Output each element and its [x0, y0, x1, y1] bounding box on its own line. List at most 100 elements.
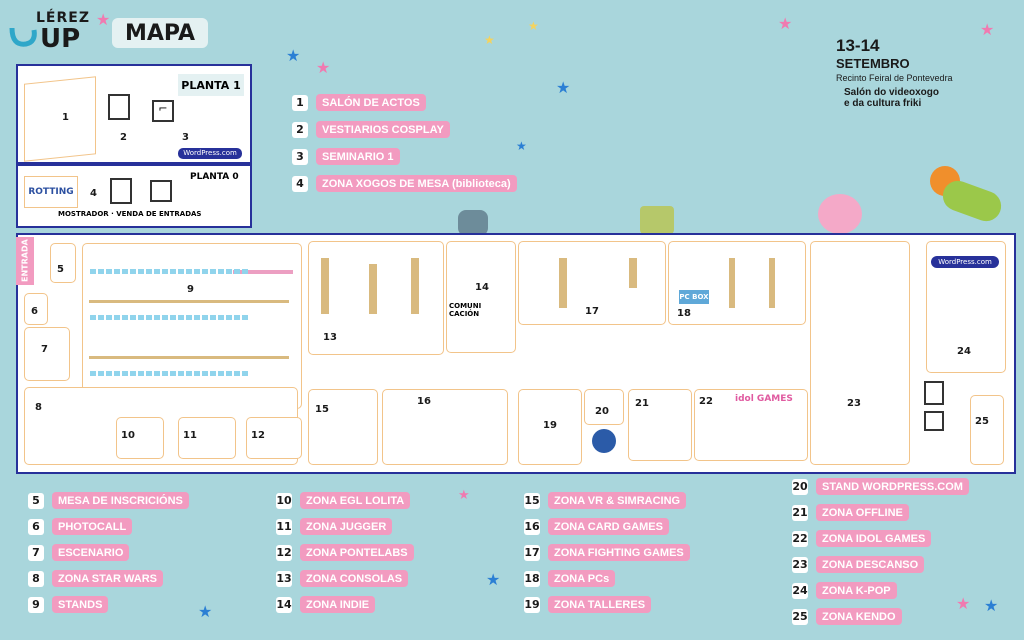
legend-label: SEMINARIO 1: [316, 148, 400, 165]
legend-label: ZONA FIGHTING GAMES: [548, 544, 690, 561]
page-title: MAPA: [112, 18, 208, 48]
legend-number: 6: [28, 518, 44, 535]
salon-de-actos-room: [24, 76, 96, 162]
legend-label: ZONA JUGGER: [300, 518, 393, 535]
star-icon: ★: [286, 46, 301, 65]
legend-number: 15: [524, 492, 540, 509]
zone-10: 10: [116, 417, 164, 459]
rotting-logo: ROTTING: [24, 176, 78, 208]
star-icon: ★: [96, 10, 111, 29]
star-icon: ★: [984, 596, 999, 615]
main-hall-map: ENTRADA 5 6 7 9 8 10 11 12 13 14 COMUNI …: [16, 233, 1016, 474]
legend-number: 20: [792, 478, 808, 495]
legend-label: ZONA CONSOLAS: [300, 570, 409, 587]
legend-label: ZONA IDOL GAMES: [816, 530, 932, 547]
logo-bottom-text: UP: [40, 24, 81, 54]
legend-item: 17 ZONA FIGHTING GAMES: [524, 544, 690, 561]
zone-number: 20: [595, 406, 609, 417]
zone-6: 6: [24, 293, 48, 325]
logo-top-text: LÉREZ: [36, 10, 90, 26]
zone-22: 22 idol GAMES: [694, 389, 808, 461]
legend-label: ZONA CARD GAMES: [548, 518, 669, 535]
legend-item: 16 ZONA CARD GAMES: [524, 518, 690, 535]
zone-number: 25: [975, 416, 989, 427]
zone-number: 15: [315, 404, 329, 415]
legend-label: PHOTOCALL: [52, 518, 133, 535]
legend-number: 23: [792, 556, 808, 573]
legend-number: 18: [524, 570, 540, 587]
zone-number: 6: [31, 306, 38, 317]
legend-number: 17: [524, 544, 540, 561]
zone-16: 16: [382, 389, 508, 465]
wordpress-logo-icon: [592, 429, 616, 453]
legend-number: 16: [524, 518, 540, 535]
zone-number: 12: [251, 430, 265, 441]
planta-1-zone-3: 3: [182, 132, 189, 143]
planta-0-map: ROTTING 4 PLANTA 0 MOSTRADOR · VENDA DE …: [16, 164, 252, 228]
zone-number: 24: [957, 346, 971, 357]
legend-number: 14: [276, 596, 292, 613]
legend-item: 11 ZONA JUGGER: [276, 518, 414, 535]
legend-label: ZONA PONTELABS: [300, 544, 414, 561]
elevator-icon: [110, 178, 132, 204]
zone-number: 16: [417, 396, 431, 407]
legend-label: ZONA K-POP: [816, 582, 897, 599]
event-tagline-2: e da cultura friki: [844, 98, 922, 109]
legend-label: ZONA KENDO: [816, 608, 902, 625]
legend-item: 13 ZONA CONSOLAS: [276, 570, 414, 587]
dice-mascot-icon: [458, 210, 488, 236]
legend-label: ZONA DESCANSO: [816, 556, 925, 573]
zone-number: 17: [585, 306, 599, 317]
zone-number: 14: [475, 282, 489, 293]
mostrador-label: MOSTRADOR · VENDA DE ENTRADAS: [58, 210, 202, 218]
zone-7: 7: [24, 327, 70, 381]
zone-20: 20: [584, 389, 624, 425]
legend-item: 6 PHOTOCALL: [28, 518, 189, 535]
legend-number: 22: [792, 530, 808, 547]
legend-number: 9: [28, 596, 44, 613]
legend-number: 7: [28, 544, 44, 561]
legend-number: 19: [524, 596, 540, 613]
zone-number: 13: [323, 332, 337, 343]
planta-1-zone-2: 2: [120, 132, 127, 143]
zone-number: 19: [543, 420, 557, 431]
legend-label: ZONA OFFLINE: [816, 504, 909, 521]
legend-number: 13: [276, 570, 292, 587]
planta-0-title: PLANTA 0: [190, 172, 239, 182]
legend-label: SALÓN DE ACTOS: [316, 94, 426, 111]
star-icon: ★: [486, 570, 501, 589]
kirby-icon: [818, 194, 862, 234]
lerez-up-logo: LÉREZ UP: [8, 8, 94, 54]
legend-label: MESA DE INSCRICIÓNS: [52, 492, 189, 509]
legend-number: 10: [276, 492, 292, 509]
planta-0-zone-4: 4: [90, 188, 97, 199]
zone-number: 11: [183, 430, 197, 441]
zone-number: 7: [41, 344, 48, 355]
legend-number: 8: [28, 570, 44, 587]
star-icon: ★: [516, 139, 527, 153]
star-icon: ★: [980, 20, 995, 39]
space-invader-icon: [640, 206, 674, 234]
zone-number: 22: [699, 396, 713, 407]
zone-24: WordPress.com 24: [926, 241, 1006, 373]
legend-item: 23 ZONA DESCANSO: [792, 556, 969, 573]
elevator-icon: [924, 381, 944, 405]
zone-number: 8: [35, 402, 42, 413]
zone-9: 9: [82, 243, 302, 409]
zone-19: 19: [518, 389, 582, 465]
zone-12: 12: [246, 417, 302, 459]
legend-label: ZONA STAR WARS: [52, 570, 163, 587]
star-icon: ★: [484, 33, 495, 47]
zone-number: 18: [677, 308, 691, 319]
legend-number: 11: [276, 518, 292, 535]
